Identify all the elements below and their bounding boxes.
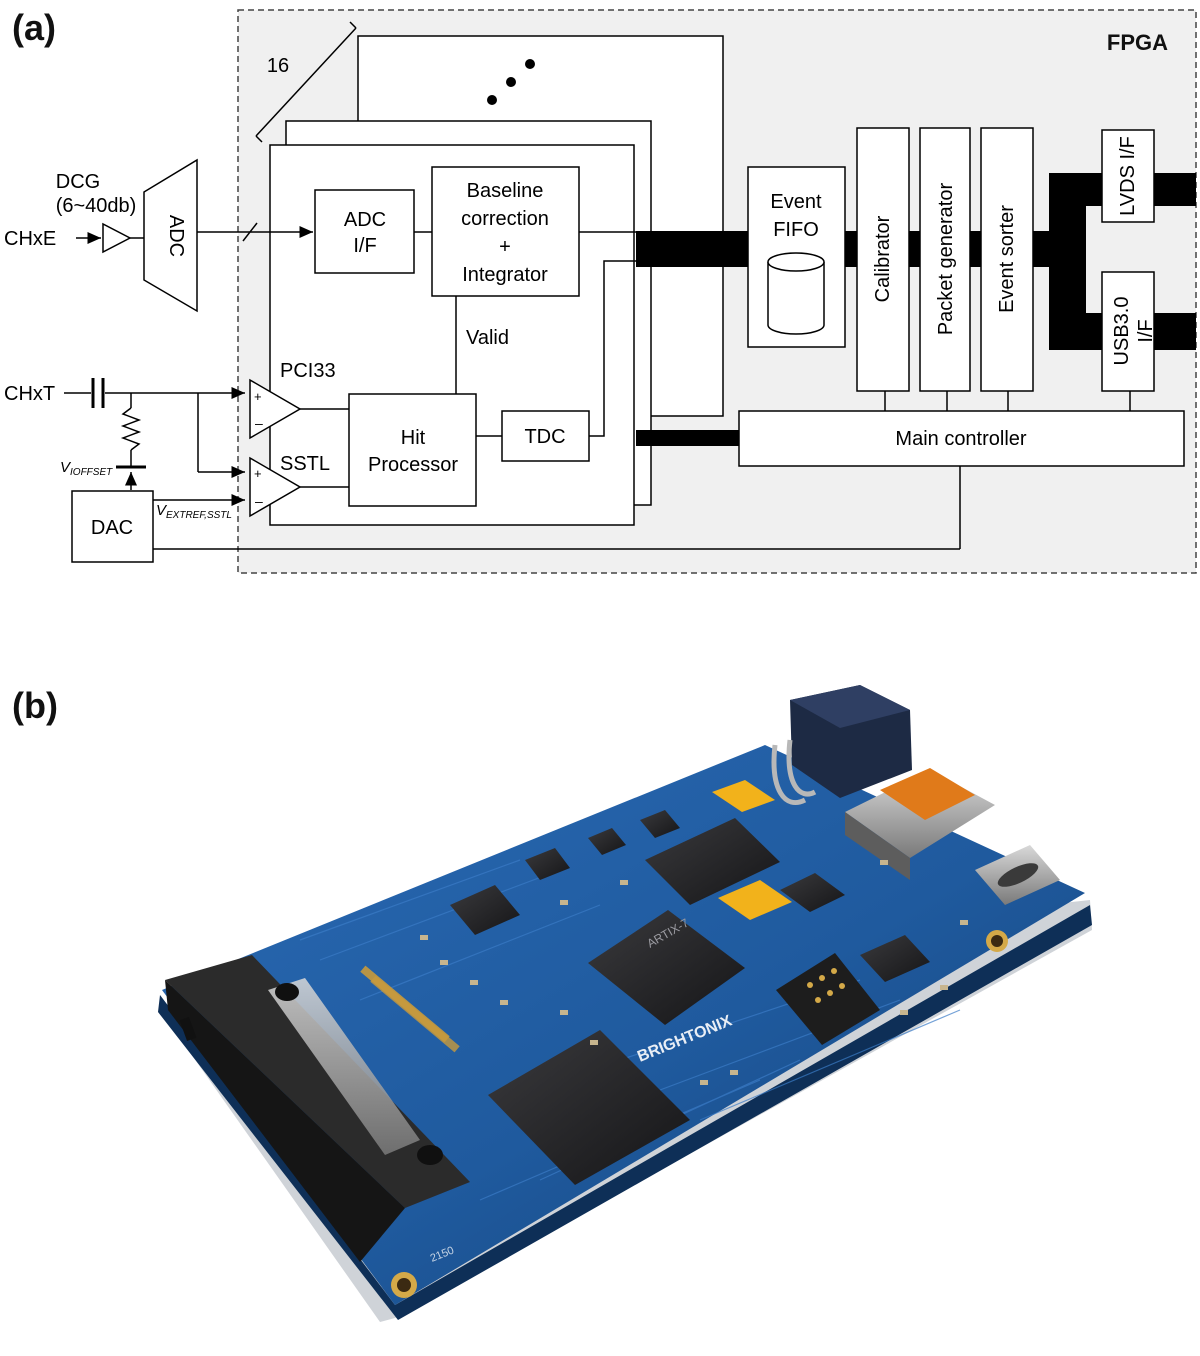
svg-text:Hit: Hit [401,427,426,449]
ellipsis-dot [487,95,497,105]
lvds-if-block [1101,129,1155,223]
ellipsis-dot [525,59,535,69]
tantalum-capacitor [712,780,775,812]
svg-text:Integrator: Integrator [462,264,548,286]
data-bus [636,231,748,267]
small-chip [450,885,520,935]
svg-text:LVDS I/F: LVDS I/F [1117,136,1139,216]
sstl-comparator [249,456,302,518]
controller-chip [645,818,780,905]
svg-text:Event: Event [770,191,822,213]
board-photo: ARTIX-7 BRIGHTONIX 2150 [158,685,1092,1322]
svg-text:DAC: DAC [91,517,133,539]
hit-processor-block [348,393,477,507]
svg-text:–: – [255,415,263,431]
svg-text:+: + [254,389,262,404]
dcg-amplifier [102,222,132,254]
svg-text:FIFO: FIFO [773,219,819,241]
dcg-label-line1: DCG [56,171,100,193]
svg-text:USB3.0I/F: USB3.0I/F [1111,297,1157,366]
svg-text:Packet generator: Packet generator [935,183,957,336]
memory-chip [488,1030,690,1185]
small-chip [640,810,680,838]
chxe-label: CHxE [4,228,56,250]
jtag-header [776,953,880,1045]
dcg-label-line2: (6~40db) [56,195,137,217]
pci33-label: PCI33 [280,360,336,382]
resistor [120,407,142,451]
svg-text:VEXTREF,SSTL: VEXTREF,SSTL [156,502,232,521]
adc-if-block [314,189,415,274]
dac-block [71,490,154,563]
svg-text:–: – [255,493,263,509]
channel-count-slash [255,27,357,137]
channel-count-label: 16 [267,55,289,77]
chxt-label: CHxT [4,383,55,405]
control-bus [636,430,739,446]
connector-hole [275,983,299,1001]
baseline-correction-block [431,166,580,297]
event-sorter-block [980,127,1034,392]
small-chip [588,828,626,855]
small-chip [780,873,845,912]
svg-text:+: + [254,466,262,481]
svg-text:Baseline: Baseline [467,180,544,202]
svg-text:Calibrator: Calibrator [872,215,894,302]
sstl-label: SSTL [280,453,330,475]
tantalum-capacitor [718,880,792,920]
small-chip [860,935,930,982]
svg-text:VIOFFSET: VIOFFSET [60,459,113,478]
fpga-chip [588,910,745,1025]
valid-label: Valid [466,327,509,349]
svg-text:Event sorter: Event sorter [996,205,1018,313]
ellipsis-dot [506,77,516,87]
small-chip [525,848,570,880]
bus-slash [242,222,258,242]
svg-text:TDC: TDC [524,426,565,448]
fifo-storage-icon [767,262,825,335]
fpga-label: FPGA [1107,30,1168,55]
connector-hole [417,1145,443,1165]
panel-b-label: (b) [12,685,58,726]
tdc-block [501,410,590,462]
pci33-comparator [249,378,302,440]
svg-text:ADC: ADC [344,209,386,231]
adc-label: ADC [165,215,187,257]
svg-text:+: + [499,236,511,258]
svg-text:I/F: I/F [353,235,376,257]
panel-a-label: (a) [12,7,56,48]
main-controller-block [738,410,1185,467]
smd-components [420,860,968,1085]
adc-block [143,158,198,313]
svg-text:Processor: Processor [368,454,458,476]
svg-text:correction: correction [461,208,549,230]
jack-pins [771,739,817,805]
output-bus-left [1049,173,1086,350]
svg-text:Main controller: Main controller [895,428,1027,450]
